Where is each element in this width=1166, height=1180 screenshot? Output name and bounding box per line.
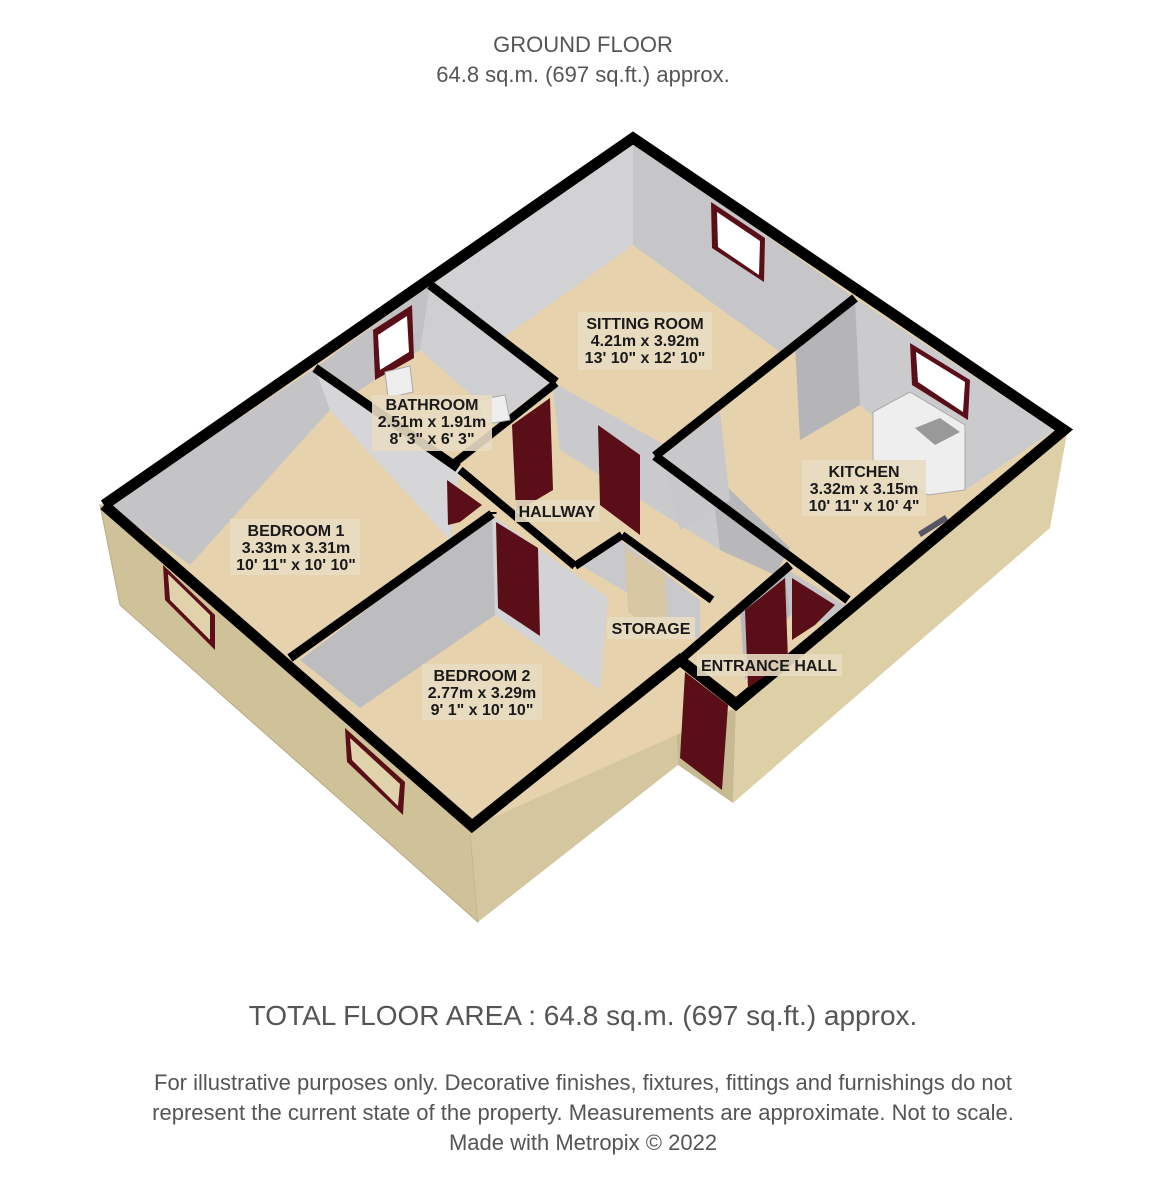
door-icon (792, 578, 835, 640)
door-icon (496, 522, 540, 636)
sitting-room-metric: 4.21m x 3.92m (591, 333, 700, 350)
bedroom1-metric: 3.33m x 3.31m (242, 540, 351, 557)
front-door-icon (680, 672, 728, 790)
credit-line: Made with Metropix © 2022 (448, 1130, 718, 1155)
disclaimer-line-2: represent the current state of the prope… (152, 1100, 1014, 1125)
disclaimer: For illustrative purposes only. Decorati… (0, 1068, 1166, 1158)
kitchen-name: KITCHEN (828, 464, 899, 481)
wall-tops (100, 131, 1074, 834)
bathroom-imperial: 8' 3" x 6' 3" (389, 431, 474, 448)
bathroom-metric: 2.51m x 1.91m (378, 414, 487, 431)
room-labels: SITTING ROOM 4.21m x 3.92m 13' 10" x 12'… (236, 316, 919, 719)
toilet-icon (384, 365, 414, 399)
entrance-hall-name: ENTRANCE HALL (701, 658, 837, 675)
bedroom1-imperial: 10' 11" x 10' 10" (236, 557, 356, 574)
bedroom2-imperial: 9' 1" x 10' 10" (431, 702, 534, 719)
door-icon (598, 425, 640, 535)
storage-name: STORAGE (612, 621, 691, 638)
kitchen-imperial: 10' 11" x 10' 4" (809, 498, 920, 515)
windows (163, 202, 970, 815)
hallway-name: HALLWAY (519, 504, 596, 521)
kitchen-metric: 3.32m x 3.15m (810, 481, 919, 498)
floor-area: 64.8 sq.m. (697 sq.ft.) approx. (436, 62, 730, 87)
bedroom1-name: BEDROOM 1 (248, 523, 345, 540)
bedroom2-metric: 2.77m x 3.29m (428, 685, 537, 702)
door-icon (512, 398, 553, 512)
floor-title: GROUND FLOOR (493, 32, 673, 57)
total-floor-area: TOTAL FLOOR AREA : 64.8 sq.m. (697 sq.ft… (248, 1000, 918, 1031)
bedroom2-name: BEDROOM 2 (434, 668, 531, 685)
sitting-room-name: SITTING ROOM (586, 316, 703, 333)
disclaimer-line-1: For illustrative purposes only. Decorati… (154, 1070, 1012, 1095)
sitting-room-imperial: 13' 10" x 12' 10" (585, 350, 706, 367)
sink-icon (915, 418, 960, 445)
bathroom-name: BATHROOM (385, 397, 478, 414)
door-icon (447, 480, 482, 525)
radiator-icon (918, 515, 948, 537)
